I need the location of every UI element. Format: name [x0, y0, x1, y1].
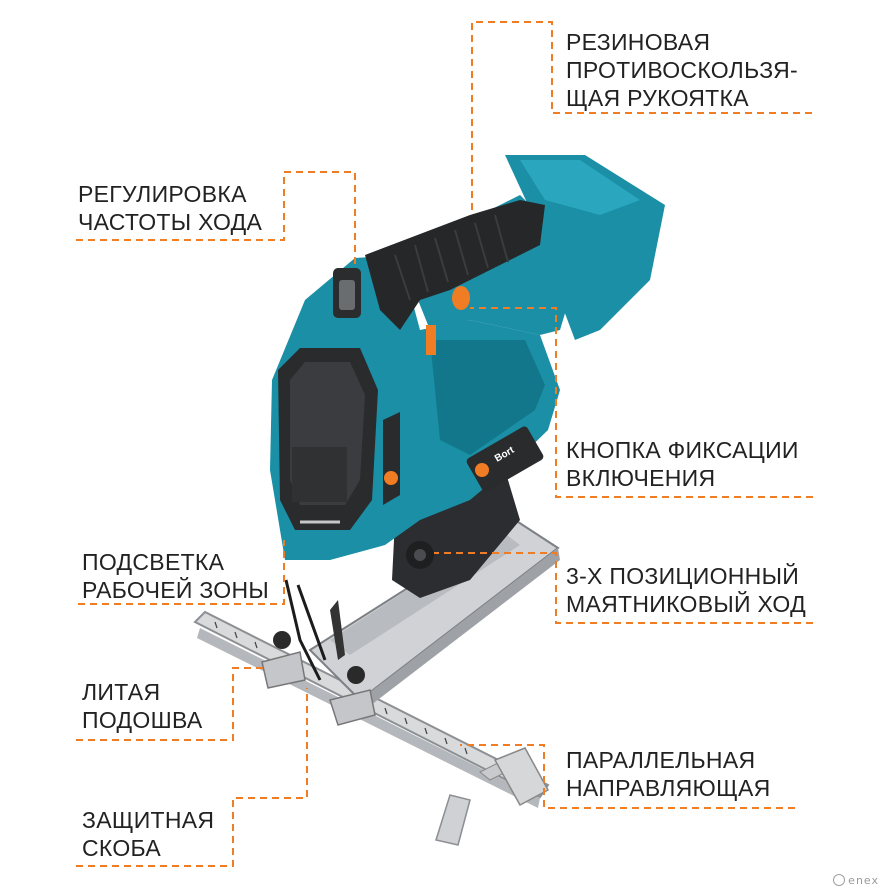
label-grip-line2: ПРОТИВОСКОЛЬЗЯ- [566, 57, 799, 83]
label-speed: РЕГУЛИРОВКА ЧАСТОТЫ ХОДА [78, 180, 262, 236]
label-grip: РЕЗИНОВАЯ ПРОТИВОСКОЛЬЗЯ- ЩАЯ РУКОЯТКА [566, 28, 798, 112]
brand-badge-front [383, 412, 400, 505]
watermark-logo-icon [833, 874, 846, 886]
pendulum-lever [406, 541, 434, 569]
label-speed-line1: РЕГУЛИРОВКА [78, 181, 247, 207]
leader-guide [460, 744, 795, 809]
label-guard-line1: ЗАЩИТНАЯ [82, 807, 215, 833]
leader-pendulum [434, 552, 813, 624]
label-light: ПОДСВЕТКА РАБОЧЕЙ ЗОНЫ [82, 548, 269, 604]
label-base-line1: ЛИТАЯ [82, 679, 161, 705]
label-guard: ЗАЩИТНАЯ СКОБА [82, 806, 214, 862]
leader-lines [76, 21, 813, 867]
label-lock-line2: ВКЛЮЧЕНИЯ [566, 465, 716, 491]
brand-badge-side [466, 426, 544, 492]
watermark: enex [833, 874, 879, 887]
label-base: ЛИТАЯ ПОДОШВА [82, 678, 202, 734]
speed-wheel [333, 268, 361, 318]
label-speed-line2: ЧАСТОТЫ ХОДА [78, 209, 263, 235]
grip-ribs [394, 214, 509, 301]
label-grip-line1: РЕЗИНОВАЯ [566, 29, 711, 55]
label-light-line2: РАБОЧЕЙ ЗОНЫ [82, 577, 270, 603]
lock-button [452, 286, 470, 310]
trigger-accent [426, 325, 436, 355]
leader-grip [471, 21, 812, 210]
label-grip-line3: ЩАЯ РУКОЯТКА [566, 85, 749, 111]
leader-speed [76, 171, 356, 268]
front-panel [278, 348, 378, 530]
label-guide-line2: НАПРАВЛЯЮЩАЯ [566, 775, 771, 801]
label-lock-line1: КНОПКА ФИКСАЦИИ [566, 437, 799, 463]
leader-base [76, 667, 268, 741]
label-pendulum: 3-Х ПОЗИЦИОННЫЙ МАЯТНИКОВЫЙ ХОД [566, 562, 806, 618]
leader-lock [470, 307, 813, 498]
leader-light [78, 540, 285, 605]
label-base-line2: ПОДОШВА [82, 707, 203, 733]
label-guide-line1: ПАРАЛЛЕЛЬНАЯ [566, 747, 756, 773]
label-lock-button: КНОПКА ФИКСАЦИИ ВКЛЮЧЕНИЯ [566, 436, 799, 492]
label-guide: ПАРАЛЛЕЛЬНАЯ НАПРАВЛЯЮЩАЯ [566, 746, 771, 802]
clamp-knob-left [273, 631, 291, 649]
label-light-line1: ПОДСВЕТКА [82, 549, 225, 575]
guard-wire [284, 579, 327, 681]
clamp-knob-right [347, 666, 365, 684]
watermark-text: enex [848, 874, 879, 887]
ruler-ticks [214, 621, 468, 755]
label-guard-line2: СКОБА [82, 835, 162, 861]
label-pendulum-line2: МАЯТНИКОВЫЙ ХОД [566, 591, 806, 617]
blade-roller [330, 600, 345, 660]
label-pendulum-line1: 3-Х ПОЗИЦИОННЫЙ [566, 563, 800, 589]
